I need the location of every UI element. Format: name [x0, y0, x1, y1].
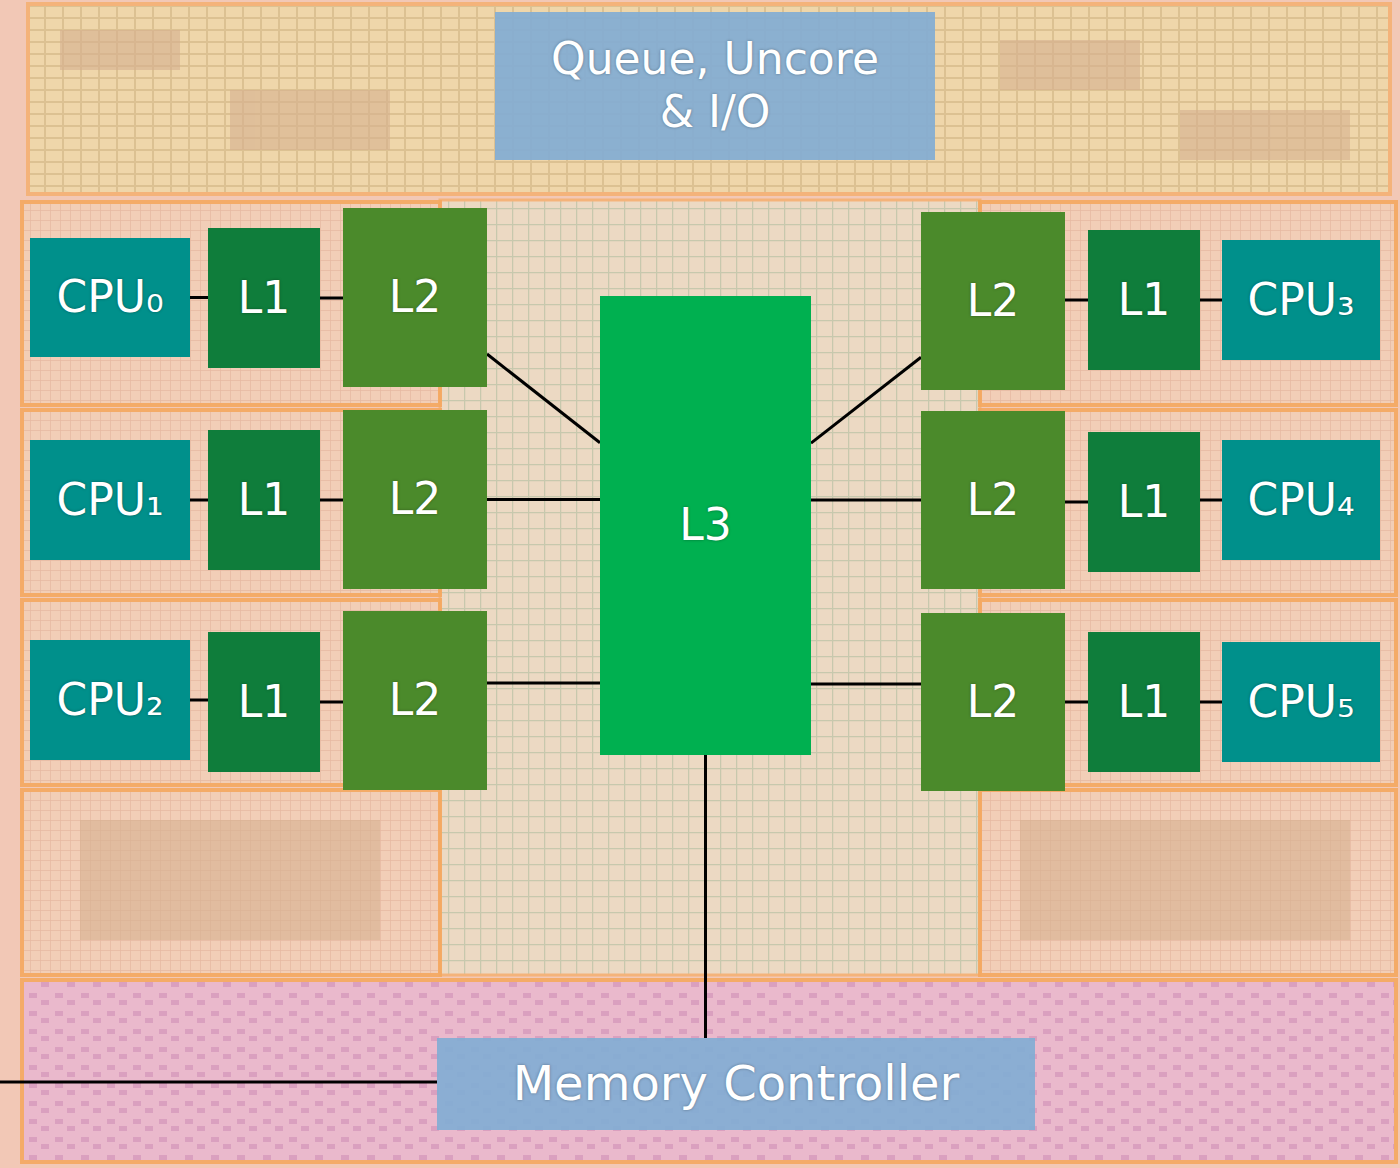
box-label: L1: [1118, 274, 1171, 327]
bus-line: [1200, 701, 1222, 704]
box-label: L2: [389, 271, 442, 324]
bus-line: [320, 701, 343, 704]
box-label: CPU₂: [56, 674, 163, 727]
memory-region: [22, 980, 1396, 1162]
box-label: L3: [679, 499, 732, 552]
box-label: CPU₁: [56, 474, 163, 527]
box-label: L2: [389, 674, 442, 727]
l1-cache-box: L1: [1088, 432, 1200, 572]
l2-cache-box: L2: [343, 410, 487, 589]
box-label: L1: [238, 676, 291, 729]
box-label: L1: [238, 474, 291, 527]
box-label: L2: [967, 676, 1020, 729]
box-label: L2: [967, 275, 1020, 328]
bus-line: [1200, 299, 1222, 302]
cpu-box: CPU₅: [1222, 642, 1380, 762]
l2-cache-box: L2: [343, 208, 487, 387]
core-regions: [22, 202, 1396, 975]
bus-line: [320, 499, 343, 502]
bus-line: [190, 499, 208, 502]
bus-line: [320, 297, 343, 300]
bus-line: [1065, 299, 1088, 302]
box-label: Memory Controller: [513, 1055, 960, 1113]
uncore-band: Queue, Uncore & I/O: [495, 12, 935, 160]
l2-cache-box: L2: [921, 411, 1065, 589]
memory-bus-wire: [0, 1081, 437, 1084]
bus-line: [811, 499, 921, 502]
l1-cache-box: L1: [208, 430, 320, 570]
cpu-box: CPU₄: [1222, 440, 1380, 560]
box-label: CPU₃: [1247, 274, 1354, 327]
bus-line: [190, 296, 208, 299]
l2-cache-box: L2: [921, 212, 1065, 390]
box-label: L2: [389, 473, 442, 526]
cpu-box: CPU₀: [30, 238, 190, 357]
box-label: L1: [1118, 676, 1171, 729]
bus-line: [1065, 501, 1088, 504]
bus-line: [811, 357, 921, 443]
l2-cache-box: L2: [343, 611, 487, 790]
cpu-box: CPU₁: [30, 440, 190, 560]
bus-line: [1065, 701, 1088, 704]
l1-cache-box: L1: [1088, 230, 1200, 370]
box-label: CPU₀: [56, 271, 163, 324]
l1-cache-box: L1: [208, 632, 320, 772]
cache-region: [440, 200, 980, 975]
box-label: CPU₄: [1247, 474, 1354, 527]
uncore-region: [28, 4, 1390, 194]
bus-line: [704, 755, 707, 1038]
bus-line: [1200, 499, 1222, 502]
l1-cache-box: L1: [1088, 632, 1200, 772]
box-label: L2: [967, 474, 1020, 527]
memory-controller-band: Memory Controller: [437, 1038, 1035, 1130]
l3-cache-box: L3: [600, 296, 811, 755]
l2-cache-box: L2: [921, 613, 1065, 791]
cpu-box: CPU₃: [1222, 240, 1380, 360]
box-label: Queue, Uncore & I/O: [535, 33, 895, 139]
box-label: CPU₅: [1247, 676, 1354, 729]
bus-line: [487, 682, 600, 685]
box-label: L1: [238, 272, 291, 325]
bus-line: [190, 699, 208, 702]
bus-line: [487, 498, 600, 501]
l1-cache-box: L1: [208, 228, 320, 368]
cpu-box: CPU₂: [30, 640, 190, 760]
box-label: L1: [1118, 476, 1171, 529]
bus-line: [487, 354, 600, 443]
bus-line: [811, 683, 921, 686]
